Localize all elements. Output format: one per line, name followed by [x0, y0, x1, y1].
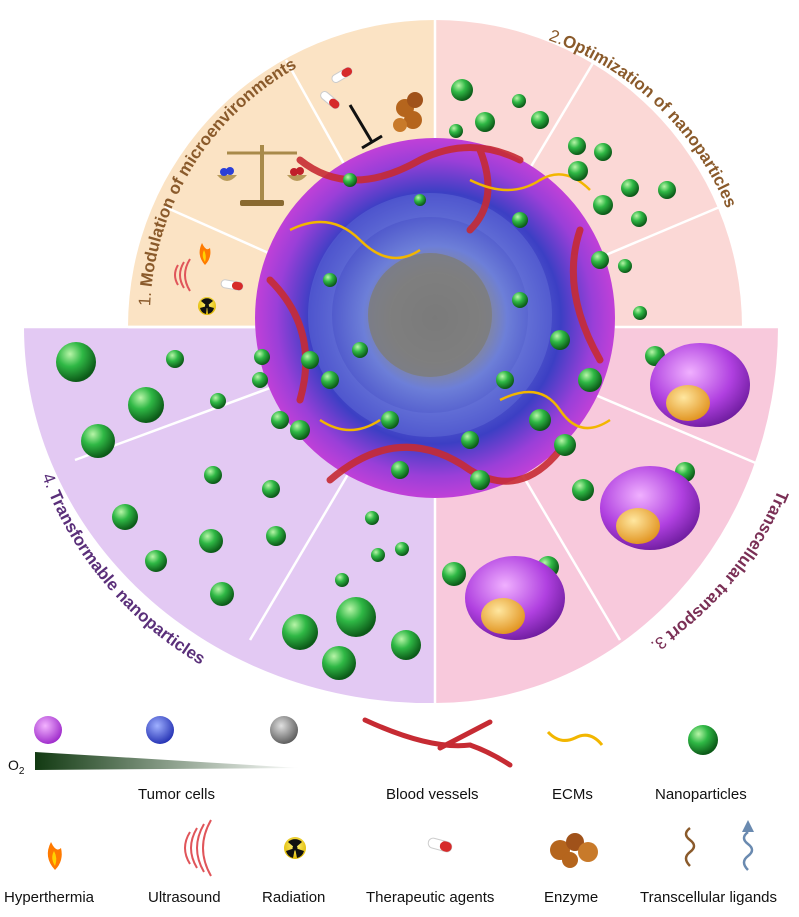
nanoparticle	[593, 195, 613, 215]
nanoparticle	[271, 411, 289, 429]
nanoparticle	[461, 431, 479, 449]
nanoparticle	[371, 548, 385, 562]
nanoparticle	[336, 597, 376, 637]
blood-vessels	[266, 144, 604, 485]
nanoparticle	[568, 137, 586, 155]
legend-nanoparticle-icon	[688, 725, 718, 755]
nanoparticle	[252, 372, 268, 388]
legend-transcellular-ligand-brown-icon	[684, 827, 696, 867]
legend-enzyme-icon	[550, 833, 598, 868]
nanoparticle	[395, 542, 409, 556]
nanoparticle	[414, 194, 426, 206]
nanoparticle	[128, 387, 164, 423]
nanoparticle	[449, 124, 463, 138]
nanoparticle	[335, 573, 349, 587]
radiation-icon	[198, 297, 216, 315]
nanoparticles	[56, 79, 717, 680]
legend-radiation-icon	[284, 837, 306, 859]
nanoparticle	[282, 614, 318, 650]
nanoparticle	[578, 368, 602, 392]
therapeutic-agents-icon	[220, 67, 353, 291]
nanoparticle	[323, 273, 337, 287]
nanoparticle	[290, 420, 310, 440]
transcellular-cell	[600, 466, 700, 550]
legend-label-tumor-cells: Tumor cells	[138, 786, 215, 803]
oxygen-gradient-bar	[35, 752, 300, 770]
nanoparticle	[381, 411, 399, 429]
nanoparticle	[56, 342, 96, 382]
nanoparticle	[550, 330, 570, 350]
nanoparticle	[442, 562, 466, 586]
nanoparticle	[554, 434, 576, 456]
nanoparticle	[529, 409, 551, 431]
nanoparticle	[572, 479, 594, 501]
legend-therapeutic-agent-icon	[427, 837, 453, 853]
nanoparticle	[568, 161, 588, 181]
legend-tumor-cell-gray-icon	[270, 716, 298, 744]
legend-label-blood-vessels: Blood vessels	[386, 786, 479, 803]
oxygen-label: O2	[8, 757, 25, 777]
nanoparticle	[512, 94, 526, 108]
nanoparticle	[633, 306, 647, 320]
legend-label-radiation: Radiation	[262, 889, 326, 906]
legend-label-enzyme: Enzyme	[544, 889, 599, 906]
nanoparticle	[496, 371, 514, 389]
ultrasound-icon	[174, 258, 191, 292]
nanoparticle	[618, 259, 632, 273]
nanoparticle	[145, 550, 167, 572]
nanoparticle	[112, 504, 138, 530]
nanoparticle	[322, 646, 356, 680]
nanoparticle	[470, 470, 490, 490]
legend-label-nanoparticles: Nanoparticles	[655, 786, 747, 803]
nanoparticle	[210, 582, 234, 606]
legend-hyperthermia-icon	[47, 842, 62, 870]
transcellular-cell	[465, 556, 565, 640]
legend-ultrasound-icon	[184, 819, 212, 877]
transcellular-cell	[650, 343, 750, 427]
balance-scale-icon	[217, 145, 307, 206]
nanoparticle	[301, 351, 319, 369]
nanoparticle	[352, 342, 368, 358]
legend-tumor-cell-blue-icon	[146, 716, 174, 744]
nanoparticle	[512, 292, 528, 308]
nanoparticle	[451, 79, 473, 101]
legend-label-therapeutic-agents: Therapeutic agents	[366, 889, 495, 906]
legend-label-transcellular-ligands: Transcellular ligands	[640, 889, 778, 906]
nanoparticle	[210, 393, 226, 409]
nanoparticle	[266, 526, 286, 546]
legend-tumor-cell-magenta-icon	[34, 716, 62, 744]
nanoparticle	[81, 424, 115, 458]
legend-ecm-icon	[546, 730, 604, 746]
ecm-fibers	[289, 173, 611, 432]
nanoparticle	[166, 350, 184, 368]
nanoparticle	[391, 630, 421, 660]
nanoparticle	[199, 529, 223, 553]
enzyme-icon	[393, 92, 423, 132]
legend-label-ecms: ECMs	[552, 786, 593, 803]
nanoparticle	[321, 371, 339, 389]
nanoparticle	[631, 211, 647, 227]
nanoparticle	[512, 212, 528, 228]
nanoparticle	[591, 251, 609, 269]
inhibition-symbol-icon	[348, 104, 383, 150]
nanoparticle	[204, 466, 222, 484]
nanoparticle	[365, 511, 379, 525]
nanoparticle	[531, 111, 549, 129]
legend-label-hyperthermia: Hyperthermia	[4, 889, 95, 906]
nanoparticle	[475, 112, 495, 132]
legend-transcellular-ligand-blue-icon	[742, 820, 754, 871]
legend-label-ultrasound: Ultrasound	[148, 889, 221, 906]
nanoparticle	[262, 480, 280, 498]
nanoparticle	[391, 461, 409, 479]
hyperthermia-icon	[199, 243, 211, 265]
nanoparticle	[594, 143, 612, 161]
nanoparticle	[621, 179, 639, 197]
legend-blood-vessel-icon	[362, 717, 513, 768]
nanoparticle	[658, 181, 676, 199]
nanoparticle	[343, 173, 357, 187]
nanoparticle	[254, 349, 270, 365]
